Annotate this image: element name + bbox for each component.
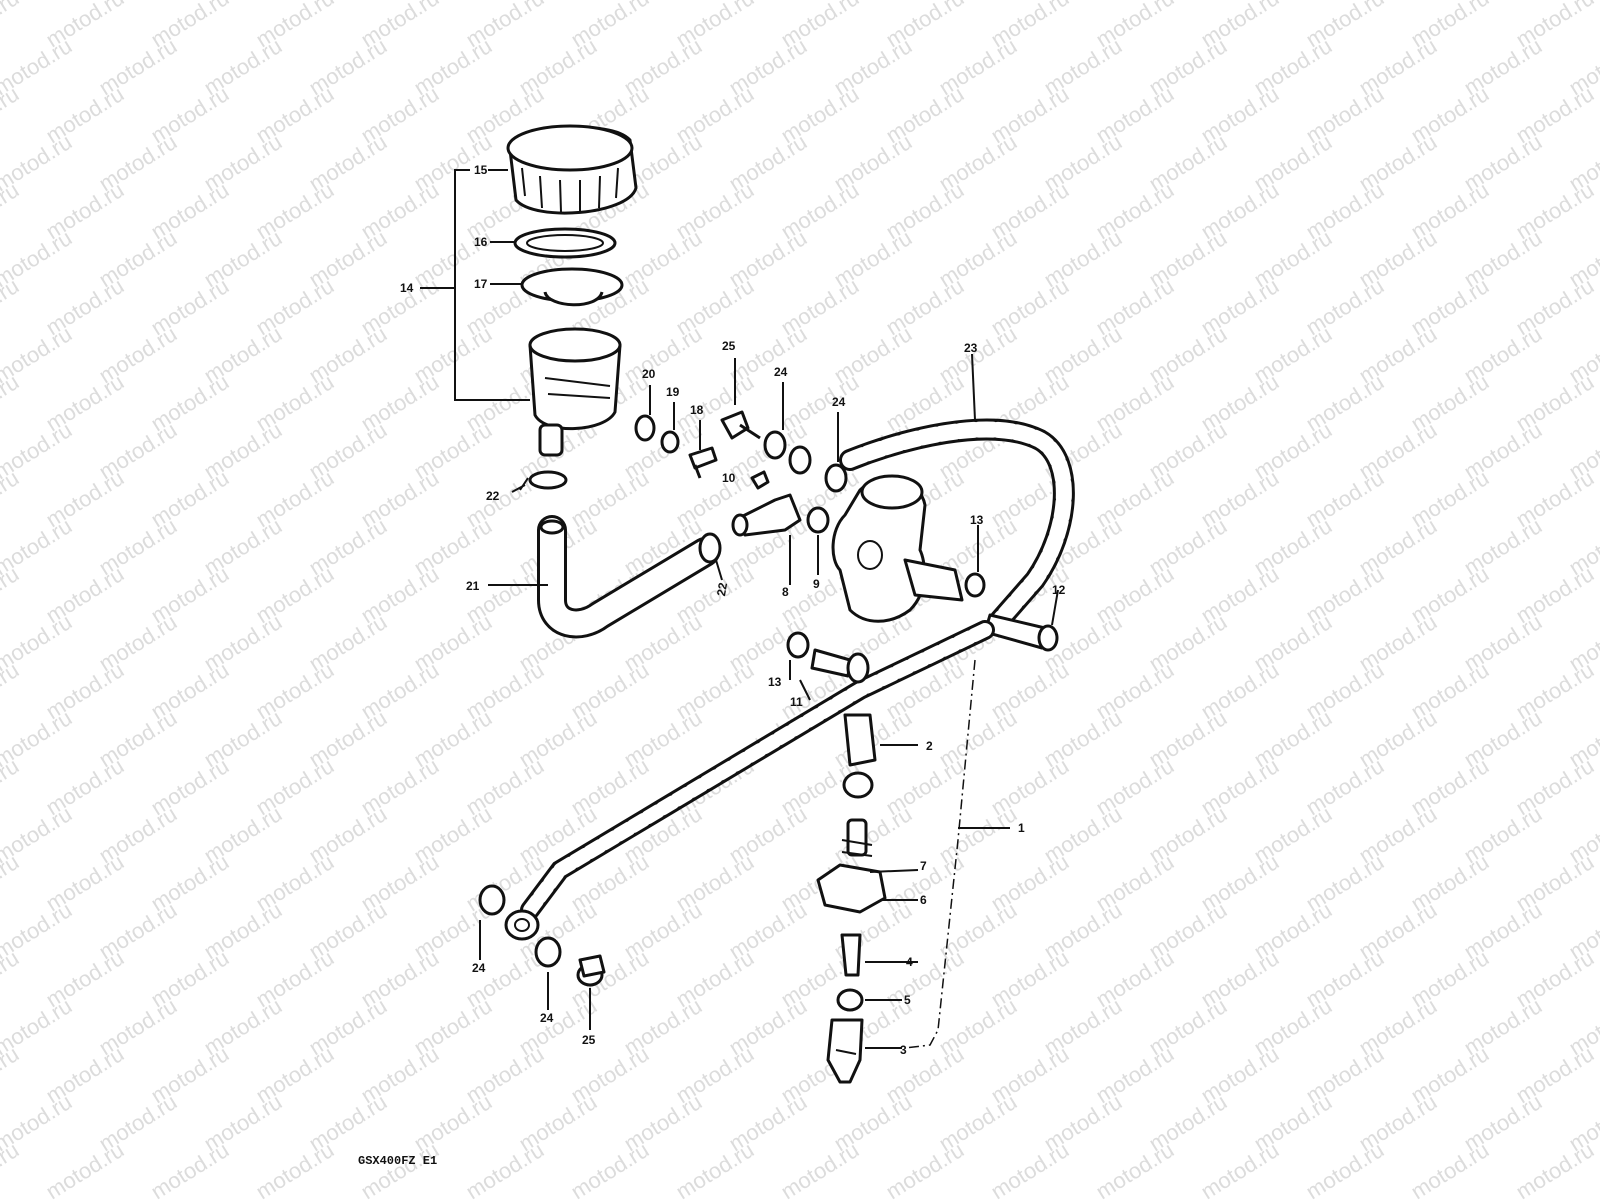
diagram-code: GSX400FZ E1 bbox=[358, 1154, 437, 1168]
watermark-text: motod.ru bbox=[0, 177, 23, 244]
reservoir-hose bbox=[537, 515, 720, 639]
callout-18: 18 bbox=[690, 403, 704, 417]
washer-13-left bbox=[786, 631, 810, 659]
watermark-text: motod.ru bbox=[0, 753, 23, 820]
callout-9: 9 bbox=[813, 577, 820, 591]
callout-7: 7 bbox=[920, 859, 927, 873]
callout-24-lower-b: 24 bbox=[540, 1011, 554, 1025]
washer-24-upper-b bbox=[824, 463, 848, 493]
watermark-text: motod.ru bbox=[1196, 1137, 1283, 1200]
callout-13-left: 13 bbox=[768, 675, 782, 689]
watermark-text: motod.ru bbox=[0, 0, 23, 52]
reservoir-cap bbox=[506, 124, 638, 215]
callout-labels: 1 2 3 4 5 6 7 8 9 10 11 12 13 13 14 15 1… bbox=[400, 163, 1066, 1057]
watermark-text: motod.ru bbox=[0, 81, 23, 148]
callout-4: 4 bbox=[906, 955, 913, 969]
watermark-text: motod.ru bbox=[881, 1137, 968, 1200]
callout-20: 20 bbox=[642, 367, 656, 381]
callout-15: 15 bbox=[474, 163, 488, 177]
cap-plate bbox=[513, 227, 617, 259]
callout-24-lower-a: 24 bbox=[472, 961, 486, 975]
banjo-upper bbox=[788, 445, 812, 475]
washer-24-upper-a bbox=[763, 430, 787, 460]
lower-brake-hose bbox=[520, 620, 995, 920]
watermark-text: motod.ru bbox=[41, 1137, 128, 1200]
watermark-text: motod.ru bbox=[251, 1137, 338, 1200]
washer-13-right bbox=[964, 572, 986, 598]
ring-19 bbox=[660, 430, 680, 454]
watermark-text: motod.ru bbox=[986, 1137, 1073, 1200]
watermark-text: motod.ru bbox=[1511, 1137, 1598, 1200]
clevis-3 bbox=[826, 1018, 864, 1084]
callout-19: 19 bbox=[666, 385, 680, 399]
watermark-text: motod.ru bbox=[0, 1137, 23, 1200]
union-bolt-lower bbox=[576, 954, 606, 987]
master-cylinder bbox=[831, 474, 964, 623]
callout-24-upper-b: 24 bbox=[832, 395, 846, 409]
washer-24-lower-b bbox=[534, 936, 562, 968]
callout-17: 17 bbox=[474, 277, 488, 291]
watermark-text: motod.ru bbox=[0, 465, 23, 532]
pushrod-4 bbox=[840, 933, 862, 977]
callout-14: 14 bbox=[400, 281, 414, 295]
callout-1: 1 bbox=[1018, 821, 1025, 835]
callout-25-upper: 25 bbox=[722, 339, 736, 353]
callout-12: 12 bbox=[1052, 583, 1066, 597]
callout-5: 5 bbox=[904, 993, 911, 1007]
hose-clamp-upper bbox=[519, 470, 568, 491]
watermark-text: motod.ru bbox=[0, 1041, 23, 1108]
locknut-6 bbox=[816, 863, 887, 914]
callout-25-lower: 25 bbox=[582, 1033, 596, 1047]
callout-22-upper: 22 bbox=[486, 489, 500, 503]
screw-18 bbox=[688, 446, 718, 479]
union-bolt-upper bbox=[720, 410, 761, 440]
gasket-20 bbox=[634, 414, 656, 442]
watermark-text: motod.ru bbox=[1091, 1137, 1178, 1200]
watermark-text: motod.ru bbox=[566, 1137, 653, 1200]
dust-boot-2 bbox=[842, 713, 877, 799]
o-ring-9 bbox=[806, 506, 830, 534]
watermark-text: motod.ru bbox=[461, 1137, 548, 1200]
callout-13-right: 13 bbox=[970, 513, 984, 527]
callout-6: 6 bbox=[920, 893, 927, 907]
hose-connector-8 bbox=[731, 493, 802, 537]
watermark-text: motod.ru bbox=[0, 849, 23, 916]
callout-8: 8 bbox=[782, 585, 789, 599]
watermark-text: motod.ru bbox=[0, 273, 23, 340]
nut-5 bbox=[836, 988, 864, 1012]
bolt-11 bbox=[810, 648, 870, 684]
watermark-text: motod.ru bbox=[146, 1137, 233, 1200]
callout-2: 2 bbox=[926, 739, 933, 753]
clip-10 bbox=[750, 470, 770, 490]
reservoir-body bbox=[528, 327, 622, 457]
watermark-text: motod.ru bbox=[0, 561, 23, 628]
watermark-text: motod.ru bbox=[776, 1137, 863, 1200]
callout-10: 10 bbox=[722, 471, 736, 485]
callout-21: 21 bbox=[466, 579, 480, 593]
rod-end-7 bbox=[841, 818, 873, 857]
callout-16: 16 bbox=[474, 235, 488, 249]
hose-clamp-lower bbox=[698, 532, 722, 564]
watermark-text: motod.ru bbox=[1301, 1137, 1388, 1200]
bracket-14 bbox=[454, 169, 530, 401]
callout-22-lower: 22 bbox=[714, 581, 730, 597]
callout-11: 11 bbox=[790, 695, 803, 709]
watermark-text: motod.ru bbox=[0, 657, 23, 724]
assembly-line-1 bbox=[904, 659, 976, 1049]
washer-24-lower-a bbox=[478, 884, 506, 916]
callout-23: 23 bbox=[964, 341, 978, 355]
watermark-text: motod.ru bbox=[0, 945, 23, 1012]
watermark-text: motod.ru bbox=[356, 1137, 443, 1200]
upper-brake-hose bbox=[839, 418, 1075, 631]
watermark-text: motod.ru bbox=[671, 1137, 758, 1200]
callout-24-upper-a: 24 bbox=[774, 365, 788, 379]
banjo-lower bbox=[504, 909, 540, 941]
watermark-text: motod.ru bbox=[0, 369, 23, 436]
callout-3: 3 bbox=[900, 1043, 907, 1057]
watermark-text: motod.ru bbox=[1406, 1137, 1493, 1200]
